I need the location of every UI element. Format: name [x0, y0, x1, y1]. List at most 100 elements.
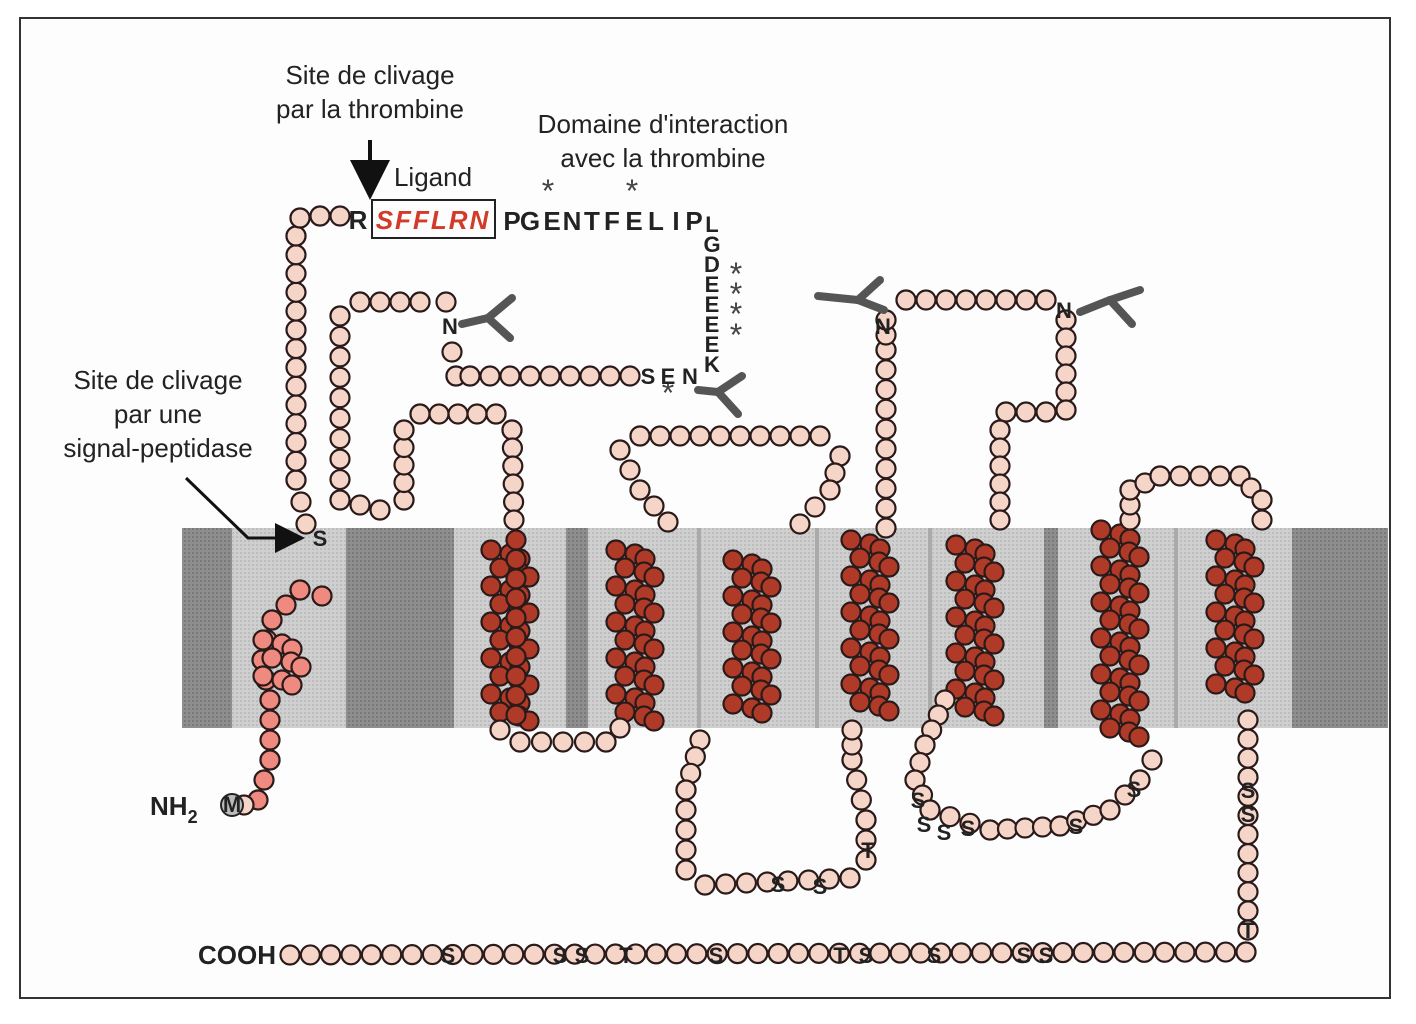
tm7-residue: [1243, 592, 1265, 614]
loop-residue: [409, 291, 431, 313]
c-terminal-residue: [564, 943, 586, 965]
icl2-residue: [675, 779, 697, 801]
tm5-residue: [945, 570, 967, 592]
loop-residue: [369, 499, 391, 521]
c-terminal-residue: [1237, 881, 1259, 903]
signal-peptide-residue: [253, 769, 275, 791]
tm4-residue: [849, 691, 871, 713]
n-terminal-residue: [285, 225, 307, 247]
loop-residue: [393, 471, 415, 494]
icl3-serine-letter: S: [917, 812, 932, 837]
signal-peptide-residue: [259, 729, 281, 751]
c-terminal-residue: [1154, 941, 1176, 963]
c-terminal-residue: [462, 943, 484, 966]
loop-residue: [579, 365, 601, 387]
interaction-domain-letter: E: [705, 312, 720, 337]
tm4-residue: [840, 601, 862, 623]
residue: [505, 587, 527, 609]
tm4-residue: [849, 655, 871, 677]
n-terminal-residue: [285, 281, 307, 303]
c-terminal-residue: [1237, 709, 1259, 731]
c-terminal-residue: [340, 944, 362, 966]
ecl-residue: [1189, 465, 1211, 487]
interaction-domain-letter: G: [703, 232, 720, 257]
ct-row-letter: S: [859, 943, 874, 968]
loop-residue: [389, 291, 411, 313]
tm6-residue: [1128, 582, 1150, 604]
ecl3-residue: [1015, 289, 1037, 311]
c-terminal-residue: [482, 943, 505, 965]
icl2-residue: [675, 839, 697, 861]
tm6-residue: [1090, 663, 1112, 685]
n-term-sequence-letter: I: [672, 206, 679, 236]
residue: [505, 704, 527, 726]
thrombin-cleavage-label-1: Site de clivage: [285, 60, 454, 90]
loop-residue: [349, 494, 371, 516]
c-terminal-residue: [726, 942, 749, 965]
signal-serine-label: S: [313, 526, 328, 551]
sen-letter: N: [682, 364, 698, 389]
ecl2-residue: [629, 425, 651, 447]
n-terminal-residue: [285, 431, 307, 454]
icl3-residue: [996, 818, 1019, 840]
signal-peptide-residue: [311, 585, 333, 607]
ecl3-residue: [895, 289, 917, 311]
tm2-residue: [614, 593, 636, 615]
c-terminal-residue: [543, 943, 566, 965]
c-terminal-residue: [1011, 942, 1033, 964]
asterisk-mark: *: [626, 173, 638, 209]
tm7-residue: [1243, 628, 1265, 650]
loop-residue: [619, 365, 641, 387]
n-terminal-residue: [309, 205, 331, 227]
ct-row-letter: S: [709, 943, 724, 968]
tm6-residue: [1099, 645, 1121, 667]
tm7-residue: [1214, 655, 1236, 677]
n-terminal-residue: [329, 205, 351, 227]
signal-peptide-residue: [259, 749, 281, 771]
tm6-residue: [1090, 519, 1112, 541]
icl3-residue: [1141, 749, 1163, 771]
tm6-residue: [1099, 537, 1121, 559]
c-terminal-residue: [1237, 747, 1259, 769]
tm2-residue: [643, 710, 665, 732]
ct-row-letter: S: [575, 943, 590, 968]
figure-frame: [19, 17, 1391, 999]
c-terminal-residue: [1072, 941, 1094, 964]
interaction-domain-letter: D: [704, 252, 720, 277]
signal-peptide-residue: [275, 594, 297, 616]
tm5-residue: [954, 696, 976, 718]
residue-chain: [233, 205, 1273, 966]
icl2-residue: [850, 789, 872, 811]
icl2-residue: [797, 869, 820, 891]
ecl-residue: [1149, 465, 1171, 487]
interaction-domain-letter: E: [705, 332, 720, 357]
tm7-residue: [1205, 637, 1227, 659]
ecl3-residue: [875, 378, 897, 401]
sen-letter: S: [641, 364, 656, 389]
ecl3-residue: [875, 438, 897, 460]
icl2-residue: [675, 799, 697, 821]
tm5-residue: [983, 669, 1005, 691]
tm3-residue: [731, 675, 753, 697]
tm6-residue: [1128, 726, 1150, 748]
loop-residue: [447, 403, 469, 425]
c-terminal-residue: [991, 942, 1013, 964]
ecl3-residue: [875, 458, 897, 480]
c-terminal-residue: [686, 943, 708, 965]
icl3-serine-letter: S: [1127, 777, 1142, 802]
n-term-sequence-letter: E: [543, 206, 560, 236]
ecl1-asparagine-label: N: [442, 314, 458, 339]
interaction-domain-label-2: avec la thrombine: [560, 143, 765, 173]
tm7-residue: [1205, 529, 1227, 551]
n-term-sequence-letter: P: [685, 206, 702, 236]
tm3-residue: [760, 648, 782, 670]
icl3-residue: [1031, 816, 1054, 838]
c-terminal-residue: [767, 942, 789, 965]
residue: [505, 607, 527, 629]
tm7-residue: [1234, 682, 1256, 704]
ct-row-letter: S: [1017, 943, 1032, 968]
icl2-serine-letter: S: [813, 874, 828, 899]
interaction-domain-letter: K: [704, 352, 720, 377]
glycosylation-tree: [1076, 286, 1144, 328]
loop-residue: [393, 419, 415, 441]
